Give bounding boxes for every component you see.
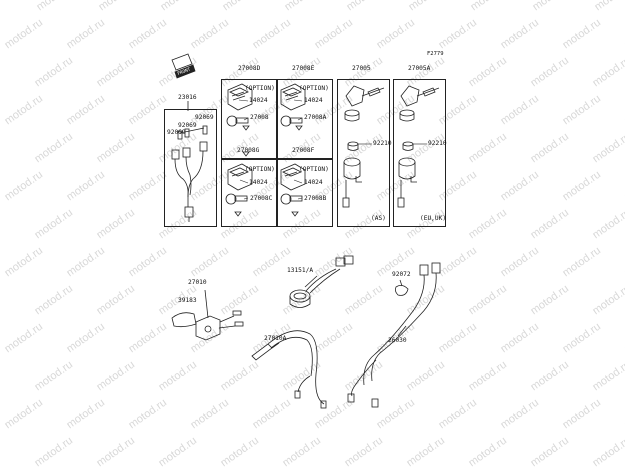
- label-as: (AS): [371, 215, 386, 222]
- figure-code: F2779: [427, 51, 444, 57]
- label-27008G: 27008G: [237, 147, 260, 154]
- label-92069-b: 92069: [178, 122, 197, 129]
- svg-text:FRONT: FRONT: [177, 67, 192, 77]
- label-27010A: 27010A: [264, 335, 287, 342]
- label-option-3: (OPTION): [245, 166, 275, 173]
- harness-26030: [347, 262, 441, 408]
- leader-lines: [238, 99, 427, 200]
- label-option-1: (OPTION): [245, 85, 275, 92]
- label-92069-a: 92069: [195, 114, 214, 121]
- front-arrow-icon: FRONT: [171, 53, 196, 79]
- label-13151A: 13151/A: [287, 267, 314, 274]
- clamp-92072: [394, 279, 409, 296]
- label-14024-c: 14024: [249, 179, 268, 186]
- frame-27005A: [393, 79, 446, 227]
- label-27008: 27008: [250, 114, 269, 121]
- label-eu-uk: (EU,UK): [420, 215, 447, 222]
- divider-keysets-horizontal: [221, 158, 333, 160]
- label-26030: 26030: [388, 337, 407, 344]
- label-27008C: 27008C: [250, 195, 273, 202]
- wire-27010A: [251, 330, 327, 409]
- ignition-switch-27005: [342, 85, 385, 208]
- label-option-4: (OPTION): [299, 166, 329, 173]
- label-92210-b: 92210: [428, 140, 447, 147]
- label-27008D: 27008D: [238, 65, 261, 72]
- label-23016: 23016: [178, 94, 197, 101]
- frame-23016: [164, 109, 217, 227]
- ignition-switch-27005A: [397, 85, 440, 208]
- divider-keysets-vertical: [276, 79, 278, 227]
- frame-27005: [337, 79, 390, 227]
- label-14024-a: 14024: [249, 97, 268, 104]
- label-39183: 39183: [178, 297, 197, 304]
- lamp-13151A: [289, 255, 354, 308]
- label-27010: 27010: [188, 279, 207, 286]
- key-set-27008F: [280, 163, 306, 217]
- label-27008B: 27008B: [304, 195, 327, 202]
- label-27005A: 27005A: [408, 65, 431, 72]
- label-92069-c: 92069: [167, 129, 186, 136]
- label-14024-b: 14024: [304, 97, 323, 104]
- label-27008A: 27008A: [304, 114, 327, 121]
- label-27008E: 27008E: [292, 65, 315, 72]
- label-92210-a: 92210: [373, 140, 392, 147]
- label-27008F: 27008F: [292, 147, 315, 154]
- key-set-27008D: [226, 83, 253, 157]
- key-set-27008E: [280, 83, 306, 131]
- label-option-2: (OPTION): [299, 85, 329, 92]
- label-27005: 27005: [352, 65, 371, 72]
- label-14024-d: 14024: [304, 179, 323, 186]
- label-92072: 92072: [392, 271, 411, 278]
- switch-27010: [171, 289, 244, 341]
